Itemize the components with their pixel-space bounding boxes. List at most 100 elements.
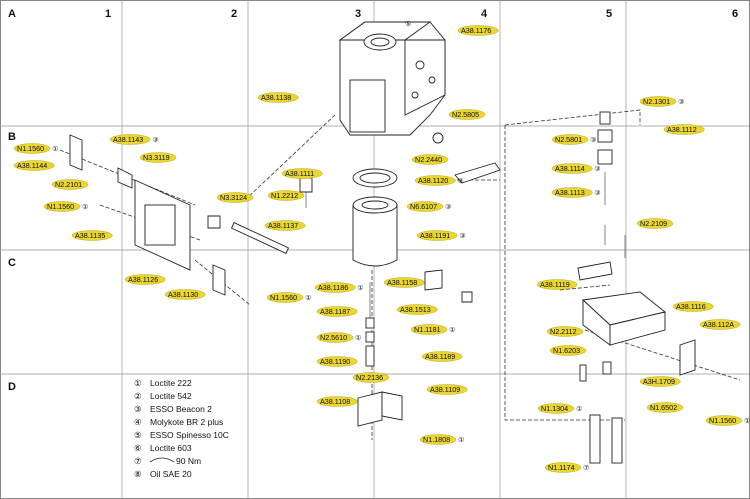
callout-label: A38.1158	[387, 278, 417, 287]
callout-label: N1.1174	[548, 463, 575, 472]
callout-highlight	[414, 175, 456, 186]
callout-mark: ①	[52, 144, 58, 153]
callout-label: N2.2112	[550, 327, 577, 336]
callout-highlight	[316, 306, 358, 317]
callout-label: A38.1130	[168, 290, 198, 299]
callout-mark: ③	[590, 135, 596, 144]
legend-text: Molykote BR 2 plus	[150, 417, 223, 427]
callout-highlight	[544, 462, 582, 473]
callout-label: A38.1189	[425, 352, 455, 361]
callout-label: A38.1176	[461, 26, 491, 35]
callout-mark: ③	[678, 97, 684, 106]
callout-n1-1808: N1.1808 ①	[419, 434, 465, 445]
callout-highlight	[672, 301, 714, 312]
callout-a38-1513: A38.1513	[396, 304, 438, 315]
callout-highlight	[636, 218, 674, 229]
callout-label: N2.2136	[356, 373, 383, 382]
right-column-parts	[577, 111, 696, 464]
callout-highlight	[257, 92, 299, 103]
callout-a38-1138: A38.1138	[257, 92, 299, 103]
callout-highlight	[216, 192, 254, 203]
callout-highlight	[448, 109, 486, 120]
callout-highlight	[13, 143, 51, 154]
callout-highlight	[639, 96, 677, 107]
callout-highlight	[663, 124, 705, 135]
callout-label: N2.5610	[320, 333, 347, 342]
callout-label: N1.1808	[423, 435, 450, 444]
callout-mark: ③	[459, 231, 465, 240]
center-fasteners	[357, 269, 473, 427]
callout-mark: ①	[82, 202, 88, 211]
callout-label: N2.1301	[643, 97, 670, 106]
callout-n1-1181: N1.1181 ①	[410, 324, 456, 335]
callout-highlight	[267, 190, 305, 201]
legend-text: 90 Nm	[176, 456, 201, 466]
callout-n2-5801: N2.5801 ③	[551, 134, 597, 145]
part-marker-top: ⑤	[405, 19, 411, 28]
callout-a38-1187: A38.1187	[316, 306, 358, 317]
callout-label: N3.3119	[143, 153, 170, 162]
callout-mark: ③	[457, 176, 463, 185]
legend-text: Oil SAE 20	[150, 469, 192, 479]
callout-label: N2.5801	[555, 135, 582, 144]
callout-mark: ③	[594, 164, 600, 173]
callout-label: A38.1190	[320, 357, 350, 366]
callout-mark: ⑦	[583, 463, 589, 472]
callout-a38-1191: A38.1191 ③	[416, 230, 466, 241]
callout-n1-1174: N1.1174 ⑦	[544, 462, 590, 473]
callout-label: N1.1181	[414, 325, 441, 334]
callout-label: N1.1560	[270, 293, 297, 302]
callout-label: A38.1144	[17, 161, 47, 170]
callout-highlight	[411, 154, 449, 165]
callout-highlight	[536, 279, 578, 290]
callout-highlight	[546, 326, 584, 337]
callout-a38-1119: A38.1119	[536, 279, 578, 290]
legend-mark: ⑦	[134, 456, 142, 466]
lever-part	[432, 132, 501, 184]
legend-text: Loctite 603	[150, 443, 192, 453]
torque-arrow-icon	[149, 457, 175, 463]
legend-text: ESSO Spinesso 10C	[150, 430, 229, 440]
callout-n1-6502: N1.6502	[646, 402, 684, 413]
callout-label: N1.6502	[650, 403, 677, 412]
callout-label: A38.1113	[555, 188, 585, 197]
callout-highlight	[457, 25, 499, 36]
legend-item: ④ Molykote BR 2 plus	[134, 417, 223, 427]
callout-highlight	[421, 351, 463, 362]
legend-text: Loctite 222	[150, 378, 192, 388]
callout-mark: ①	[458, 435, 464, 444]
callout-n3-3124: N3.3124	[216, 192, 254, 203]
callout-highlight	[266, 292, 304, 303]
callout-label: A38.1109	[430, 385, 460, 394]
legend-mark: ⑤	[134, 430, 142, 440]
callout-a38-1144: A38.1144	[13, 160, 55, 171]
callout-a38-1108: A38.1108	[316, 396, 358, 407]
callout-a3h-1709: A3H.1709	[639, 376, 681, 387]
callout-highlight	[551, 134, 589, 145]
callout-label: A38.1135	[75, 231, 105, 240]
legend-mark: ③	[134, 404, 142, 414]
legend-mark: ④	[134, 417, 142, 427]
row-label-d: D	[8, 381, 16, 393]
callout-highlight	[699, 319, 741, 330]
callout-highlight	[639, 376, 681, 387]
callout-highlight	[410, 324, 448, 335]
callout-n3-3119: N3.3119	[139, 152, 177, 163]
callout-mark: ①	[357, 283, 363, 292]
callout-highlight	[419, 434, 457, 445]
callout-n1-2212: N1.2212	[267, 190, 305, 201]
callout-mark: ①	[576, 404, 582, 413]
callout-label: A38.1120	[418, 176, 448, 185]
callout-a38-1112: A38.1112	[663, 124, 705, 135]
callout-label: A38.1191	[420, 231, 450, 240]
callout-label: A3H.1709	[643, 377, 675, 386]
callout-mark: ①	[449, 325, 455, 334]
callout-highlight	[13, 160, 55, 171]
callout-a38-1130: A38.1130	[164, 289, 206, 300]
callout-label: A38.112A	[703, 320, 734, 329]
